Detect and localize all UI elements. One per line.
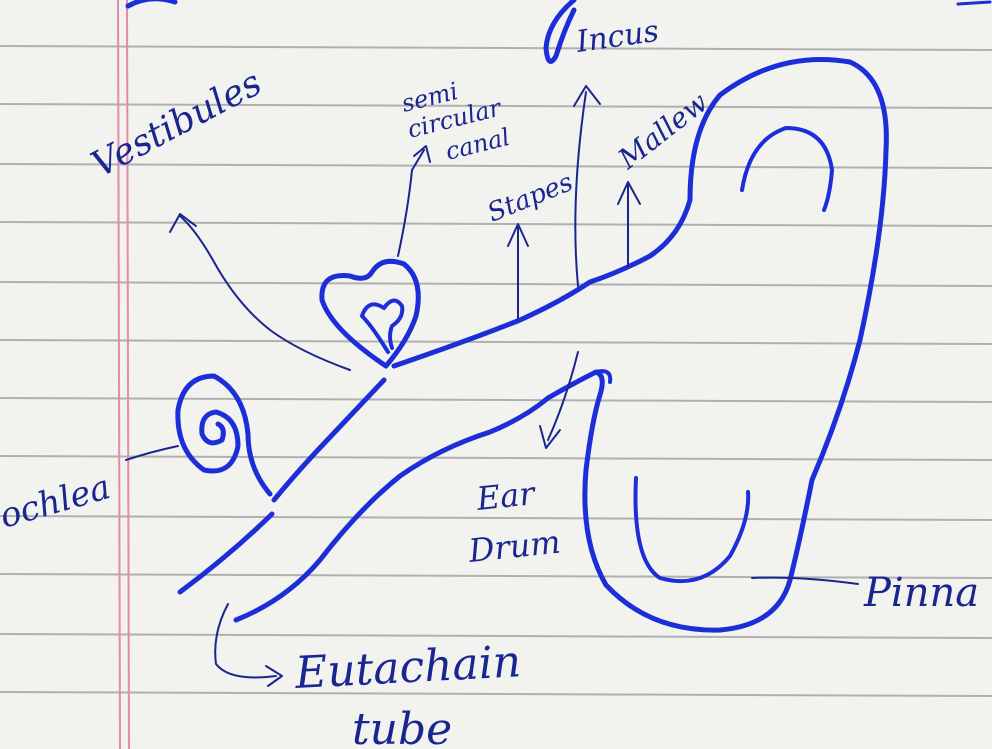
label-tube: tube	[352, 704, 452, 749]
label-vestibules: Vestibules	[85, 62, 268, 186]
incus-leader	[575, 92, 586, 286]
top-loop-stroke	[128, 0, 175, 6]
label-drum: Drum	[466, 523, 562, 571]
pinna-leader	[752, 578, 858, 584]
label-ear: Ear	[474, 474, 538, 518]
label-eutachain: Eutachain	[293, 636, 522, 699]
eustachian-tube-upper	[274, 380, 384, 500]
pinna-inner-u	[636, 478, 749, 581]
margin-lines	[118, 0, 129, 749]
cochlea-leader	[126, 446, 178, 460]
incus-loop	[546, 0, 574, 61]
incus-arrowhead	[574, 86, 600, 106]
cochlea-spiral	[178, 376, 270, 494]
semicircular-inner-loop	[362, 300, 402, 352]
leader-lines	[126, 86, 858, 686]
top-right-scribble	[958, 2, 990, 4]
label-pinna: Pinna	[863, 570, 979, 616]
label-incus: Incus	[573, 14, 661, 60]
eustachian-tube-lower	[180, 514, 272, 592]
label-cochlea: ochlea	[0, 467, 115, 537]
label-stapes: Stapes	[483, 167, 577, 228]
pinna-inner-helix	[742, 128, 832, 210]
ear-canal-lower	[236, 372, 596, 620]
